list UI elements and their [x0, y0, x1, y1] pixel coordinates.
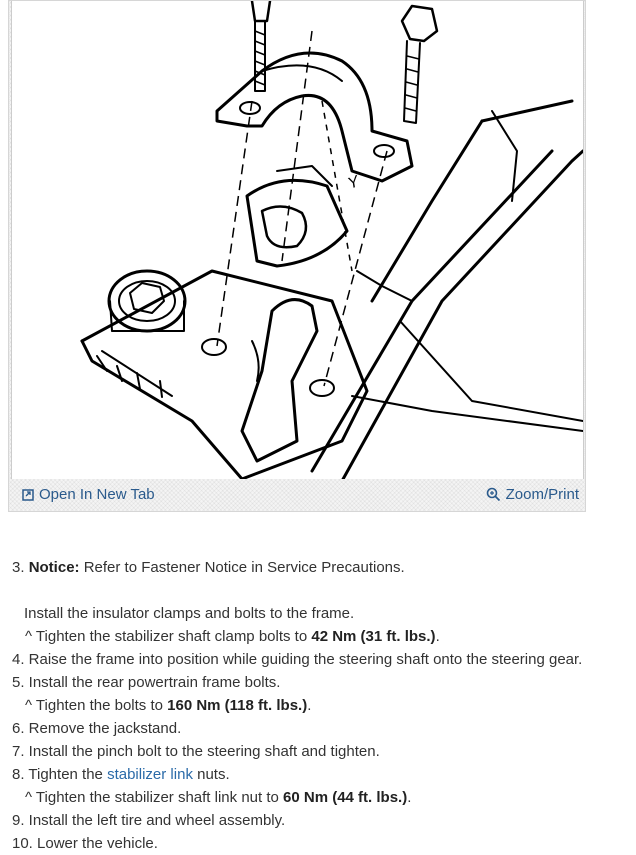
diagram-svg: Y	[80, 1, 583, 479]
diagram-callout: Y	[346, 173, 363, 193]
step-4: 4. Raise the frame into position while g…	[12, 651, 583, 668]
zoom-print-label: Zoom/Print	[505, 486, 579, 503]
zoom-print-link[interactable]: Zoom/Print	[486, 486, 579, 503]
procedure-steps: 3. Notice: Refer to Fastener Notice in S…	[12, 556, 632, 855]
step-6: 6. Remove the jackstand.	[12, 720, 182, 737]
open-new-tab-label: Open In New Tab	[39, 486, 155, 503]
stabilizer-diagram: Y	[11, 1, 584, 479]
step-8: 8. Tighten the stabilizer link nuts.	[12, 766, 230, 783]
stabilizer-link[interactable]: stabilizer link	[107, 766, 193, 783]
step-5-torque: ^ Tighten the bolts to 160 Nm (118 ft. l…	[25, 697, 312, 714]
step-5: 5. Install the rear powertrain frame bol…	[12, 674, 281, 691]
step-8-torque: ^ Tighten the stabilizer shaft link nut …	[25, 789, 412, 806]
open-new-tab-link[interactable]: Open In New Tab	[22, 486, 155, 503]
figure-panel: Y Open In New Tab Zoom/Print	[8, 0, 586, 512]
step-10: 10. Lower the vehicle.	[12, 835, 158, 852]
magnifier-icon	[486, 487, 500, 502]
notice-label: Notice:	[28, 559, 80, 576]
step-9: 9. Install the left tire and wheel assem…	[12, 812, 286, 829]
step-3: 3. Notice: Refer to Fastener Notice in S…	[12, 559, 405, 576]
new-tab-icon	[22, 488, 34, 501]
step-3-instruction: Install the insulator clamps and bolts t…	[24, 605, 355, 622]
spacer	[12, 579, 632, 602]
step-3-torque: ^ Tighten the stabilizer shaft clamp bol…	[25, 628, 440, 645]
step-7: 7. Install the pinch bolt to the steerin…	[12, 743, 380, 760]
